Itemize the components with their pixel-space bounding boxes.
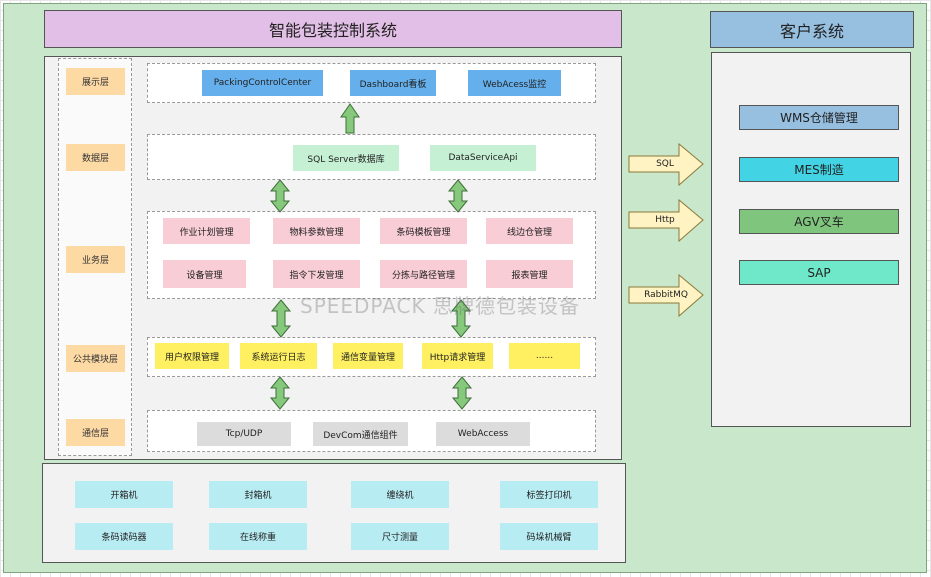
double-arrow-icon (450, 299, 472, 338)
device-stretch-wrapper: 缠绕机 (351, 481, 449, 508)
box-system-log: 系统运行日志 (240, 343, 317, 369)
system-title: 智能包装控制系统 (44, 10, 622, 48)
protocol-arrow-icon (628, 273, 704, 318)
box-http-request: Http请求管理 (422, 343, 493, 369)
client-sap: SAP (739, 260, 899, 285)
double-arrow-icon (269, 376, 291, 410)
double-arrow-icon (270, 299, 292, 338)
layer-label-presentation: 展示层 (66, 68, 125, 95)
device-palletizing-robot: 码垛机械臂 (500, 523, 598, 550)
box-dashboard: Dashboard看板 (350, 70, 436, 96)
layer-label-data: 数据层 (66, 144, 125, 171)
box-webaccess-monitor: WebAcess监控 (468, 70, 561, 96)
device-label-printer: 标签打印机 (500, 481, 598, 508)
box-data-service-api: DataServiceApi (430, 145, 536, 171)
box-command-dispatch: 指令下发管理 (273, 260, 360, 288)
box-devcom: DevCom通信组件 (313, 422, 408, 446)
protocol-label-rabbitmq: RabbitMQ (644, 290, 688, 300)
box-more: ...... (509, 343, 580, 369)
box-comm-variables: 通信变量管理 (333, 343, 403, 369)
protocol-label-sql: SQL (656, 159, 674, 169)
device-online-weighing: 在线称重 (209, 523, 307, 550)
arrow-up-icon (340, 103, 360, 134)
device-dimension-measure: 尺寸测量 (351, 523, 449, 550)
box-sorting-routing: 分拣与路径管理 (380, 260, 467, 288)
protocol-arrow-icon (628, 142, 704, 187)
box-lineside-warehouse: 线边仓管理 (486, 218, 573, 244)
double-arrow-icon (447, 179, 469, 213)
box-report-management: 报表管理 (486, 260, 573, 288)
box-barcode-template: 条码模板管理 (380, 218, 467, 244)
protocol-arrow-icon (628, 198, 704, 243)
watermark: SPEEDPACK 思牌德包装设备 (300, 294, 580, 318)
box-user-permission: 用户权限管理 (155, 343, 229, 369)
layer-label-common: 公共模块层 (66, 345, 125, 372)
client-wms: WMS仓储管理 (739, 105, 899, 130)
protocol-label-http: Http (655, 215, 675, 225)
double-arrow-icon (451, 376, 473, 410)
box-job-plan: 作业计划管理 (163, 218, 250, 244)
device-case-sealer: 封箱机 (209, 481, 307, 508)
client-mes: MES制造 (739, 157, 899, 182)
box-packing-control-center: PackingControlCenter (202, 70, 323, 96)
client-agv: AGV叉车 (739, 209, 899, 234)
layer-label-communication: 通信层 (66, 419, 125, 446)
box-device-management: 设备管理 (163, 260, 246, 288)
layer-label-business: 业务层 (66, 246, 125, 273)
device-case-erector: 开箱机 (75, 481, 173, 508)
box-material-params: 物料参数管理 (273, 218, 360, 244)
box-tcp-udp: Tcp/UDP (197, 422, 291, 446)
device-barcode-reader: 条码读码器 (75, 523, 173, 550)
box-sql-server: SQL Server数据库 (293, 145, 399, 171)
double-arrow-icon (269, 179, 291, 213)
box-webaccess: WebAccess (436, 422, 530, 446)
client-system-title: 客户系统 (710, 11, 914, 48)
